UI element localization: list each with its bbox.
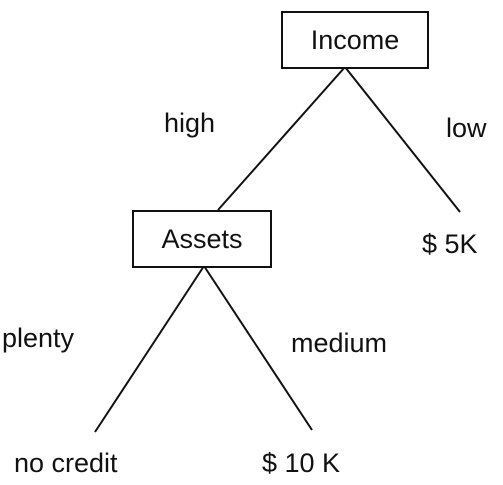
leaf-10k: $ 10 K [262, 448, 341, 478]
edge-assets-to-no-credit [94, 265, 205, 433]
income-node-label: Income [310, 24, 400, 55]
edge-income-to-assets [217, 66, 346, 211]
income-node: Income [281, 11, 429, 69]
leaf-no-credit: no credit [14, 448, 118, 478]
edge-label-high: high [164, 108, 216, 138]
edge-label-medium: medium [291, 328, 388, 358]
edge-assets-to-10k [203, 265, 313, 431]
edge-label-low: low [446, 113, 487, 143]
edge-label-plenty: plenty [2, 323, 75, 353]
edge-income-to-5k [344, 66, 461, 213]
assets-node: Assets [132, 210, 272, 268]
assets-node-label: Assets [161, 223, 243, 254]
leaf-5k: $ 5K [422, 229, 478, 259]
